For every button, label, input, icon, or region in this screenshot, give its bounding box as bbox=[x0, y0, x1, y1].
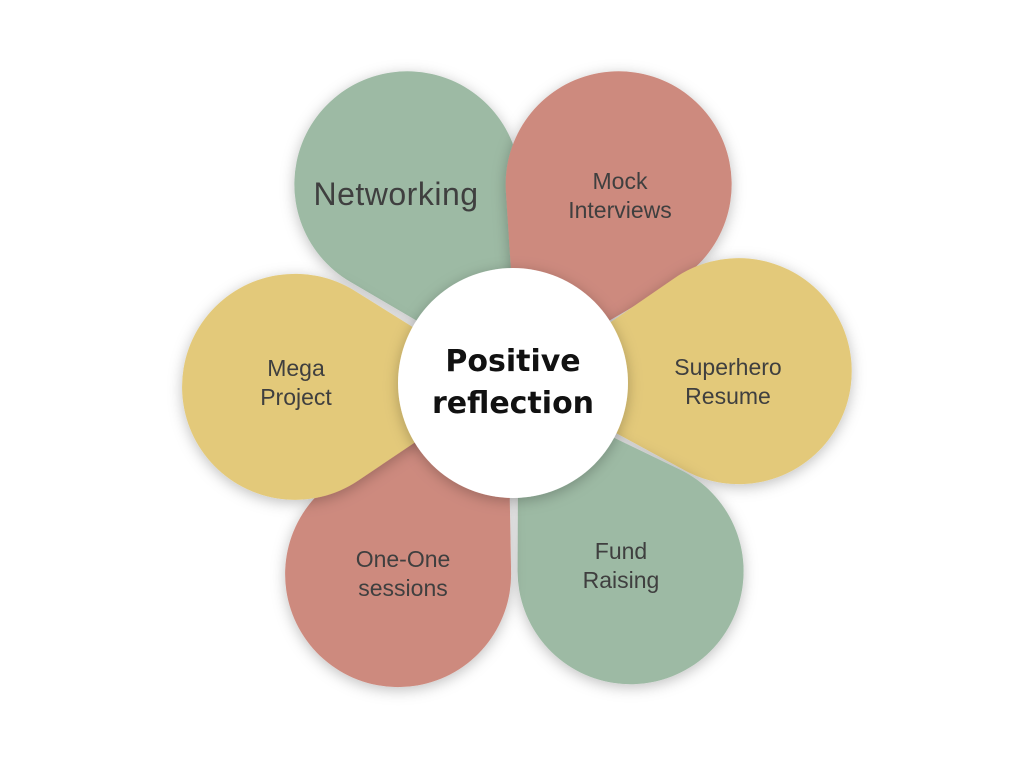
petal-label-mock-interviews: Mock Interviews bbox=[568, 168, 672, 223]
petal-superhero-resume bbox=[523, 258, 852, 485]
center-circle bbox=[398, 268, 628, 498]
petal-label-fund-raising: Fund Raising bbox=[582, 538, 660, 593]
petal-label-networking: Networking bbox=[313, 176, 479, 212]
petal-label-mega-project: Mega Project bbox=[260, 355, 332, 410]
petal-mega-project bbox=[182, 273, 503, 500]
center-label: Positive reflection bbox=[431, 344, 595, 421]
petal-label-superhero-resume: Superhero Resume bbox=[674, 354, 782, 409]
petal-label-one-one-sessions: One-One sessions bbox=[355, 546, 451, 601]
